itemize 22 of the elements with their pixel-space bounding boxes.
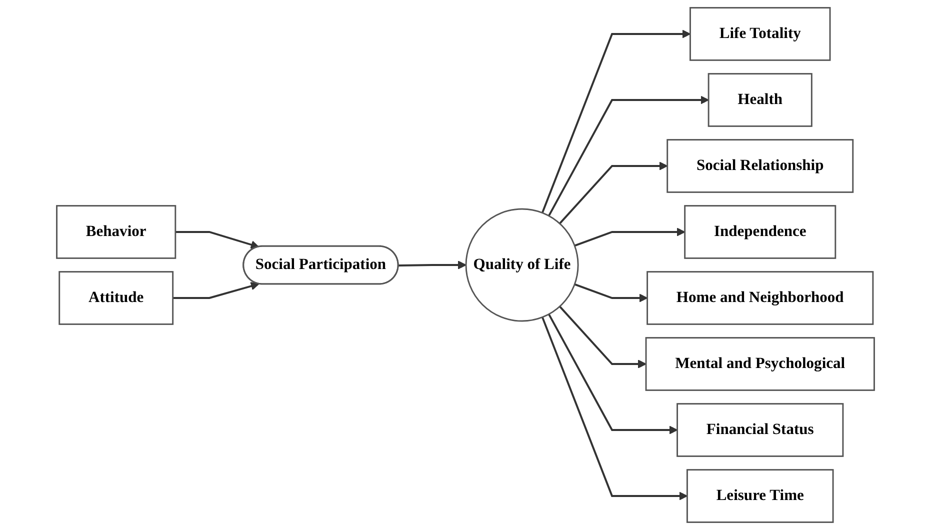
arrow — [574, 283, 648, 302]
arrow — [541, 316, 688, 500]
arrow — [548, 314, 678, 434]
arrow — [175, 231, 260, 249]
node-box: Mental and Psychological — [645, 337, 875, 391]
node-box: Behavior — [56, 205, 176, 259]
arrow — [172, 282, 260, 299]
node-box: Life Totality — [690, 7, 831, 61]
arrow — [559, 306, 646, 368]
node-box: Leisure Time — [686, 469, 834, 523]
node-box: Independence — [684, 205, 836, 259]
node-box: Social Relationship — [666, 139, 854, 193]
arrow — [548, 96, 709, 216]
node-box: Financial Status — [676, 403, 844, 457]
node-box: Attitude — [58, 271, 174, 325]
arrow — [574, 228, 686, 247]
node-box: Home and Neighborhood — [646, 271, 874, 325]
arrow — [398, 260, 466, 270]
arrow — [541, 30, 691, 214]
node-box: Health — [708, 73, 812, 127]
node-circle: Quality of Life — [465, 208, 579, 322]
arrow — [559, 162, 668, 224]
